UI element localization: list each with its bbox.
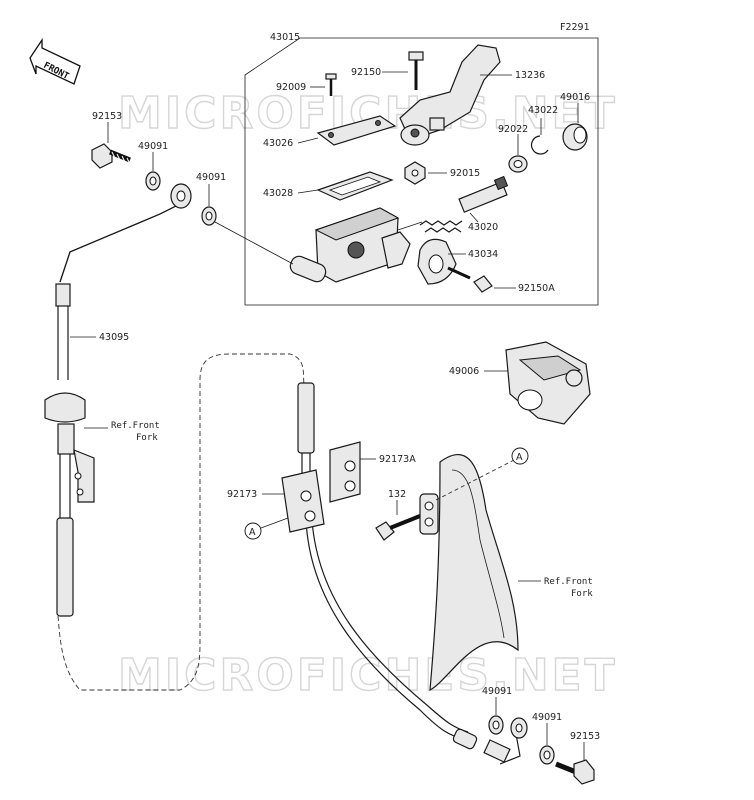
label-43022: 43022 [528,105,558,116]
label-132: 132 [388,489,406,500]
callout-a-left [244,522,262,540]
label-92153-bottom: 92153 [570,731,600,742]
watermark-bottom: MICROFICHES.NET [118,650,618,701]
clamp-43034 [417,238,457,285]
brake-hose-lower [297,382,469,739]
label-43020: 43020 [468,222,498,233]
hose-clamp-92173A [329,441,361,503]
banjo-fitting-lower [452,717,528,765]
bolt-92150 [408,51,424,90]
label-43034: 43034 [468,249,498,260]
label-43028: 43028 [263,188,293,199]
label-43026: 43026 [263,138,293,149]
figure-code: F2291 [560,22,590,33]
boot-49016 [562,123,588,151]
label-92150: 92150 [351,67,381,78]
reservoir-cap-43026 [316,115,397,146]
label-49006: 49006 [449,366,479,377]
nut-92015 [404,161,426,185]
washer-49091-d [539,745,555,765]
label-49016: 49016 [560,92,590,103]
ref-front-fork-right-2: Fork [571,589,593,599]
label-92153-top: 92153 [92,111,122,122]
ref-front-fork-left-1: Ref.Front [111,421,160,431]
assembly-box [244,37,599,306]
front-arrow-icon: FRONT [29,37,81,85]
brake-lever-13236 [399,44,501,146]
lever-guard-49006 [505,341,591,425]
label-49091-b: 49091 [196,172,226,183]
hose-clamp-92173 [281,469,325,533]
label-92022: 92022 [498,124,528,135]
piston-kit-43020 [419,175,509,233]
bolt-132 [375,514,421,541]
screw-92009 [325,73,337,96]
ref-front-fork-left-2: Fork [136,433,158,443]
washer-49091-c [488,715,504,735]
front-fork-guard [419,454,519,692]
label-49091-d: 49091 [532,712,562,723]
bolt-92150A [447,266,493,293]
label-92173: 92173 [227,489,257,500]
ref-front-fork-right-1: Ref.Front [544,577,593,587]
callout-a-right [511,447,529,465]
label-92009: 92009 [276,82,306,93]
brake-hose-43095 [44,183,307,691]
circlip-43022 [530,135,549,155]
label-49091-a: 49091 [138,141,168,152]
washer-92022 [508,155,528,173]
washer-49091-b [201,206,217,226]
banjo-bolt-92153-bottom [555,759,595,785]
washer-49091-a [145,171,161,191]
master-cylinder-body [289,207,411,283]
label-43015: 43015 [270,32,300,43]
diaphragm-43028 [316,171,394,201]
label-49091-c: 49091 [482,686,512,697]
banjo-bolt-92153-top [91,143,131,169]
callout-a-left-letter: A [249,527,256,538]
label-92173A: 92173A [379,454,416,465]
label-13236: 13236 [515,70,545,81]
callout-a-right-letter: A [516,452,523,463]
label-92150A: 92150A [518,283,555,294]
label-92015: 92015 [450,168,480,179]
label-43095: 43095 [99,332,129,343]
